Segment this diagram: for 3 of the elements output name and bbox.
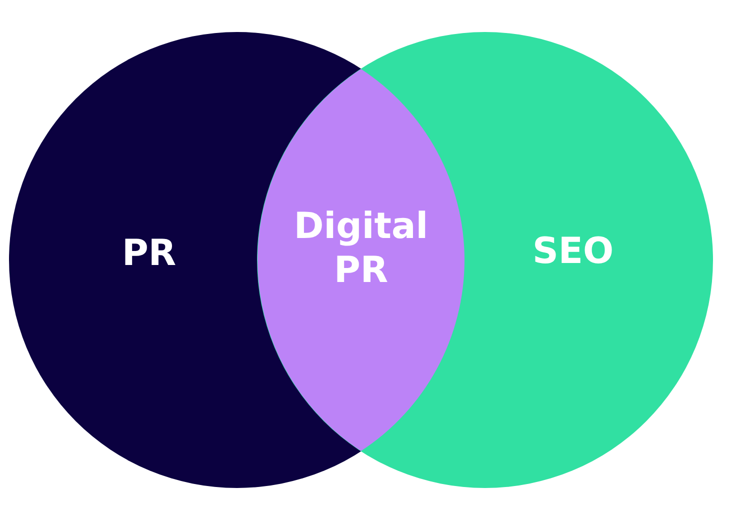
set-label: Digital PR — [292, 205, 430, 293]
set-label: PR — [120, 232, 178, 276]
set-label: SEO — [531, 230, 615, 274]
